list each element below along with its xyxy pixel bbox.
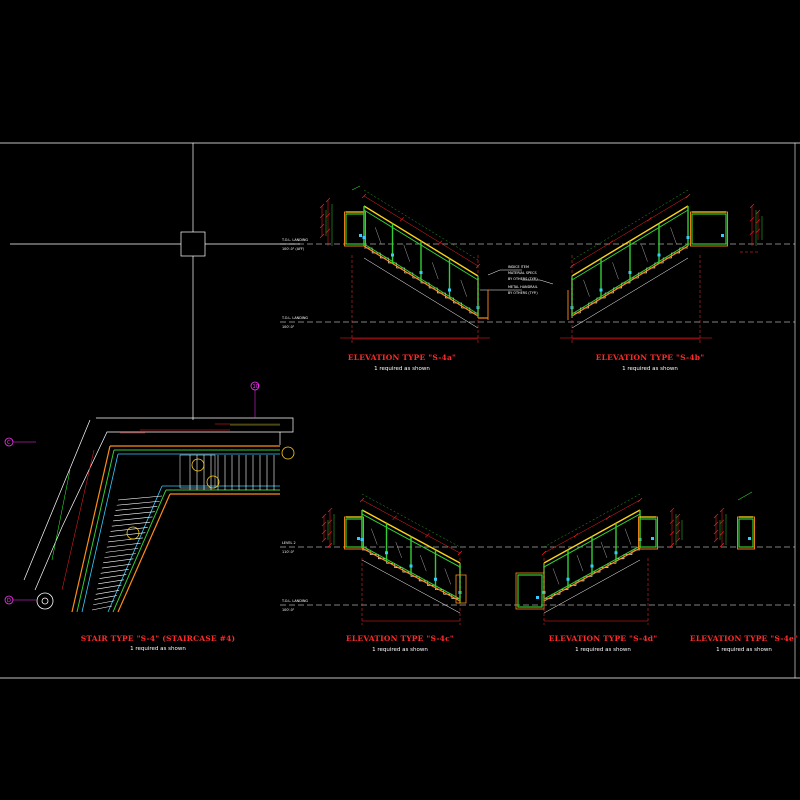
elevation-s4b-title: ELEVATION TYPE "S-4b" bbox=[596, 353, 705, 362]
elevation-s4a bbox=[319, 185, 490, 343]
level-value-lower-bottom: 100'-0" bbox=[282, 608, 295, 612]
callout-line-5: BY OTHERS (TYP.) bbox=[508, 291, 538, 295]
level-value-lower-top: 110'-0" bbox=[282, 550, 295, 554]
grid-bubble-left-label: C bbox=[7, 440, 11, 446]
level-value-upper-bottom: 100'-0" bbox=[282, 325, 295, 329]
elevation-s4d-title: ELEVATION TYPE "S-4d" bbox=[549, 634, 658, 643]
level-label-lower-top: LEVEL 2 bbox=[282, 541, 296, 545]
material-callout: INDICE ITEM MATERIAL SPECS BY OTHERS (TY… bbox=[480, 265, 554, 295]
level-label-upper-top: T.O.L. LANDING bbox=[281, 238, 308, 242]
callout-line-3: BY OTHERS (TYP.) bbox=[508, 277, 538, 281]
elevation-s4b-subtitle: 1 required as shown bbox=[622, 366, 678, 372]
grid-bubble-upper-label: 10 bbox=[253, 384, 259, 390]
elevation-s4e bbox=[713, 491, 755, 550]
elevation-s4e-title: ELEVATION TYPE "S-4e" bbox=[690, 634, 798, 643]
elevation-s4a-title: ELEVATION TYPE "S-4a" bbox=[348, 353, 456, 362]
level-label-upper-bottom: T.O.L. LANDING bbox=[281, 316, 308, 320]
level-label-lower-bottom: T.O.L. LANDING bbox=[281, 599, 308, 603]
callout-line-1: INDICE ITEM bbox=[508, 265, 529, 269]
elevation-s4c-subtitle: 1 required as shown bbox=[372, 647, 428, 653]
elevation-s4c-title: ELEVATION TYPE "S-4c" bbox=[346, 634, 454, 643]
elevation-s4a-subtitle: 1 required as shown bbox=[374, 366, 430, 372]
level-value-upper-top: 100'-0" (AFF) bbox=[282, 247, 305, 251]
grid-bubble-lower-label: D bbox=[7, 598, 11, 604]
plan-title: STAIR TYPE "S-4" (STAIRCASE #4) bbox=[81, 634, 236, 643]
callout-line-2: MATERIAL SPECS bbox=[508, 271, 537, 275]
elevation-s4c bbox=[321, 493, 467, 625]
stair-plan-view: 10 C D STAIR TYPE "S-4" (STAIRCASE #4) 1… bbox=[4, 381, 295, 652]
elevation-s4d-subtitle: 1 required as shown bbox=[575, 647, 631, 653]
column-grid bbox=[10, 143, 300, 420]
elevation-s4b bbox=[560, 189, 763, 343]
callout-line-4: METAL HANDRAIL bbox=[508, 285, 538, 289]
plan-subtitle: 1 required as shown bbox=[130, 646, 186, 652]
elevation-s4d bbox=[515, 493, 683, 625]
elevation-s4e-subtitle: 1 required as shown bbox=[716, 647, 772, 653]
